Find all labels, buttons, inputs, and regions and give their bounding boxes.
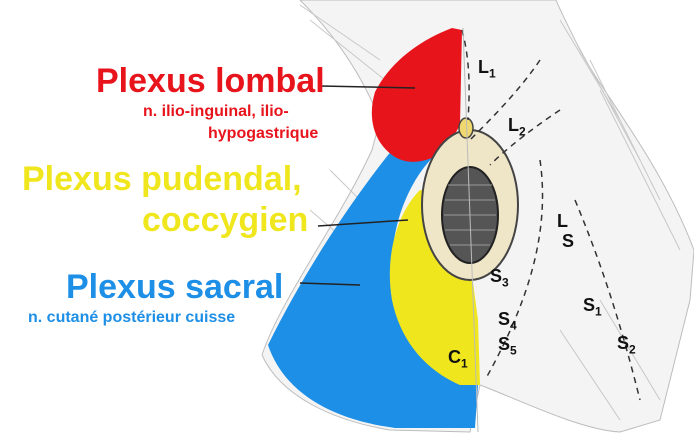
lombal-region [371, 28, 462, 162]
pointer-pudendal [317, 219, 409, 227]
segment-S1: S1 [583, 295, 602, 319]
lombal-sub-line2: hypogastrique [208, 125, 319, 142]
segment-S3: S3 [490, 266, 509, 290]
segment-L1: L1 [478, 57, 496, 81]
midline [462, 27, 479, 433]
pointer-sacral [299, 282, 361, 286]
segment-S2: S2 [617, 333, 636, 357]
segment-S5: S5 [498, 334, 517, 358]
segment-L2: L2 [508, 115, 526, 139]
segment-S4: S4 [498, 309, 517, 333]
lombal-sub-line1: n. ilio-inguinal, ilio- [143, 103, 289, 120]
lombal-title: Plexus lombal [96, 62, 325, 100]
pointer-lombal [319, 85, 416, 89]
segment-C1: C1 [448, 347, 468, 371]
segment-LS-second: S [562, 231, 575, 251]
sacral-sub: n. cutané postérieur cuisse [28, 309, 236, 326]
segment-LS: L [557, 211, 568, 231]
sacral-title: Plexus sacral [66, 268, 284, 306]
pudendal-line2: coccygien [142, 201, 309, 239]
pudendal-line1: Plexus pudendal, [22, 160, 302, 198]
dermatome-lines [461, 29, 641, 401]
